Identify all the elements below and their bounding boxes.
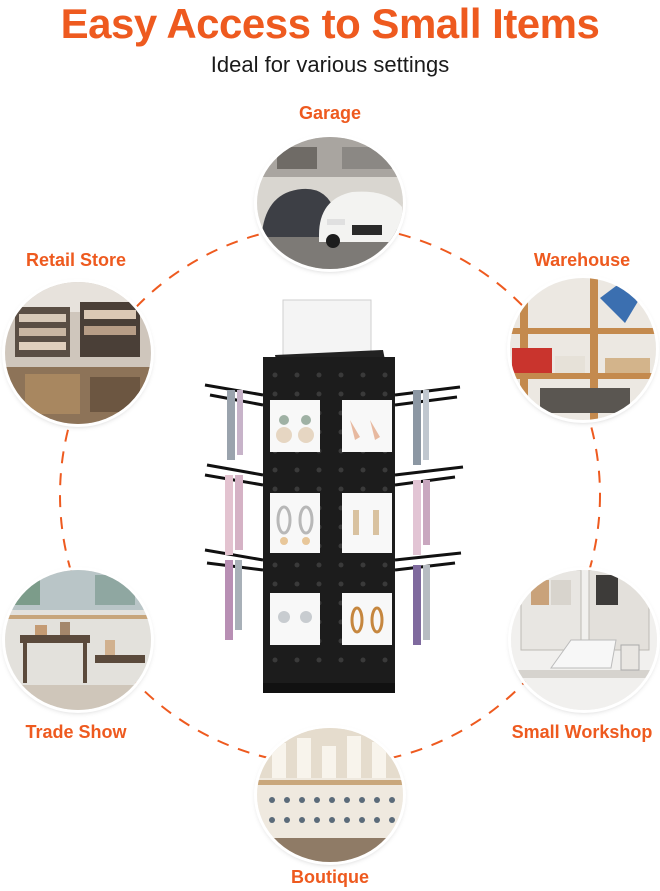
warehouse-photo (510, 278, 656, 420)
label-boutique: Boutique (291, 867, 369, 887)
small-workshop-photo (511, 570, 657, 710)
label-retail-store: Retail Store (25, 250, 127, 270)
page-subtitle: Ideal for various settings (210, 52, 450, 77)
label-trade-show: Trade Show (25, 722, 127, 742)
label-garage: Garage (298, 103, 362, 123)
label-small-workshop: Small Workshop (511, 722, 653, 742)
label-warehouse: Warehouse (533, 250, 631, 270)
rotating-jewelry-display-rack (185, 295, 475, 695)
retail-store-photo (5, 282, 151, 424)
garage-photo (257, 137, 403, 269)
trade-show-photo (5, 570, 151, 710)
boutique-photo (257, 728, 403, 862)
page-title: Easy Access to Small Items (60, 0, 600, 47)
